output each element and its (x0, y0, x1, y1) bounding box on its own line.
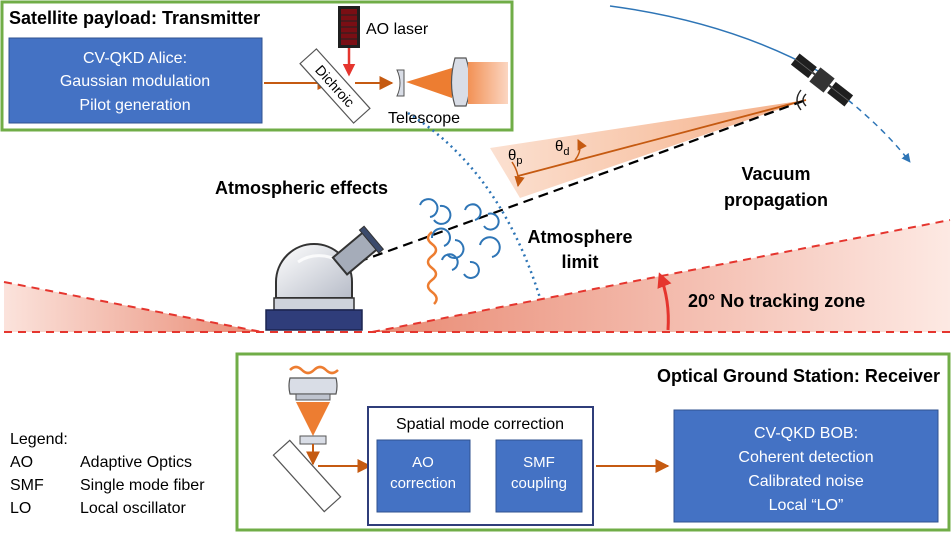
elevation-angle-arc (657, 272, 672, 331)
ao-correction-line-2: correction (390, 475, 456, 492)
legend-abbr: LO (10, 500, 32, 517)
transmitter-title: Satellite payload: Transmitter (9, 8, 260, 28)
legend-item-smf: SMF Single mode fiber (10, 474, 205, 497)
legend-title: Legend: (10, 431, 68, 448)
spatial-mode-title: Spatial mode correction (396, 416, 564, 433)
eyepiece-lens (299, 435, 327, 445)
telescope-label: Telescope (388, 110, 460, 127)
receiver-lens-icon (288, 377, 338, 401)
signal-waves-icon (796, 89, 807, 111)
wavefront-wiggle (426, 231, 438, 305)
telescope-icon (396, 57, 508, 107)
legend: Legend: AO Adaptive Optics SMF Single mo… (10, 428, 205, 520)
focused-beam (296, 402, 330, 436)
legend-item-ao: AO Adaptive Optics (10, 451, 205, 474)
receiver-panel: Optical Ground Station: Receiver Spatial… (235, 352, 951, 532)
turbulence-icon (419, 198, 501, 279)
smf-coupling-box: SMF coupling (495, 439, 583, 513)
orbit-arc-dashed (847, 99, 911, 163)
satellite-icon (790, 53, 854, 107)
beam-cone (490, 100, 806, 198)
alice-line-1: CV-QKD Alice: (83, 50, 187, 67)
legend-desc: Adaptive Optics (80, 454, 193, 471)
vacuum-label-1: Vacuum (741, 164, 810, 184)
alice-box: CV-QKD Alice: Gaussian modulation Pilot … (8, 37, 263, 124)
orbit-arc (609, 5, 821, 73)
receiver-title: Optical Ground Station: Receiver (657, 366, 940, 386)
bob-box: CV-QKD BOB: Coherent detection Calibrate… (673, 409, 939, 523)
alice-line-3: Pilot generation (79, 97, 190, 114)
smf-coupling-line-2: coupling (511, 475, 567, 492)
received-wavefront (289, 365, 339, 375)
pointing-line (517, 99, 807, 177)
transmitter-panel: Satellite payload: Transmitter CV-QKD Al… (0, 0, 514, 132)
legend-abbr: AO (10, 454, 34, 471)
bob-line-4: Local “LO” (769, 497, 844, 514)
ao-laser-icon (338, 6, 360, 48)
legend-abbr: SMF (10, 477, 44, 494)
alice-line-2: Gaussian modulation (60, 73, 210, 90)
legend-item-lo: LO Local oscillator (10, 497, 205, 520)
ao-correction-box: AO correction (376, 439, 471, 513)
atmosphere-limit-label-2: limit (561, 252, 598, 272)
atmospheric-effects-label: Atmospheric effects (215, 178, 388, 198)
bob-line-1: CV-QKD BOB: (754, 425, 858, 442)
smf-coupling-line-1: SMF (523, 454, 555, 471)
bob-line-2: Coherent detection (738, 449, 873, 466)
theta-d-arc (574, 139, 587, 161)
ao-laser-label: AO laser (366, 21, 429, 38)
vacuum-label-2: propagation (724, 190, 828, 210)
legend-desc: Local oscillator (80, 500, 186, 517)
ground-telescope-icon (265, 225, 385, 331)
no-tracking-label: 20° No tracking zone (688, 291, 865, 311)
atmosphere-limit-label-1: Atmosphere (527, 227, 632, 247)
theta-p-arc (511, 161, 525, 188)
legend-desc: Single mode fiber (80, 477, 205, 494)
atmosphere-limit-arc (407, 111, 542, 299)
no-tracking-edge-left (3, 281, 263, 333)
bob-line-3: Calibrated noise (748, 473, 864, 490)
receiver-mirror-icon (272, 439, 342, 513)
ao-correction-line-1: AO (412, 454, 434, 471)
